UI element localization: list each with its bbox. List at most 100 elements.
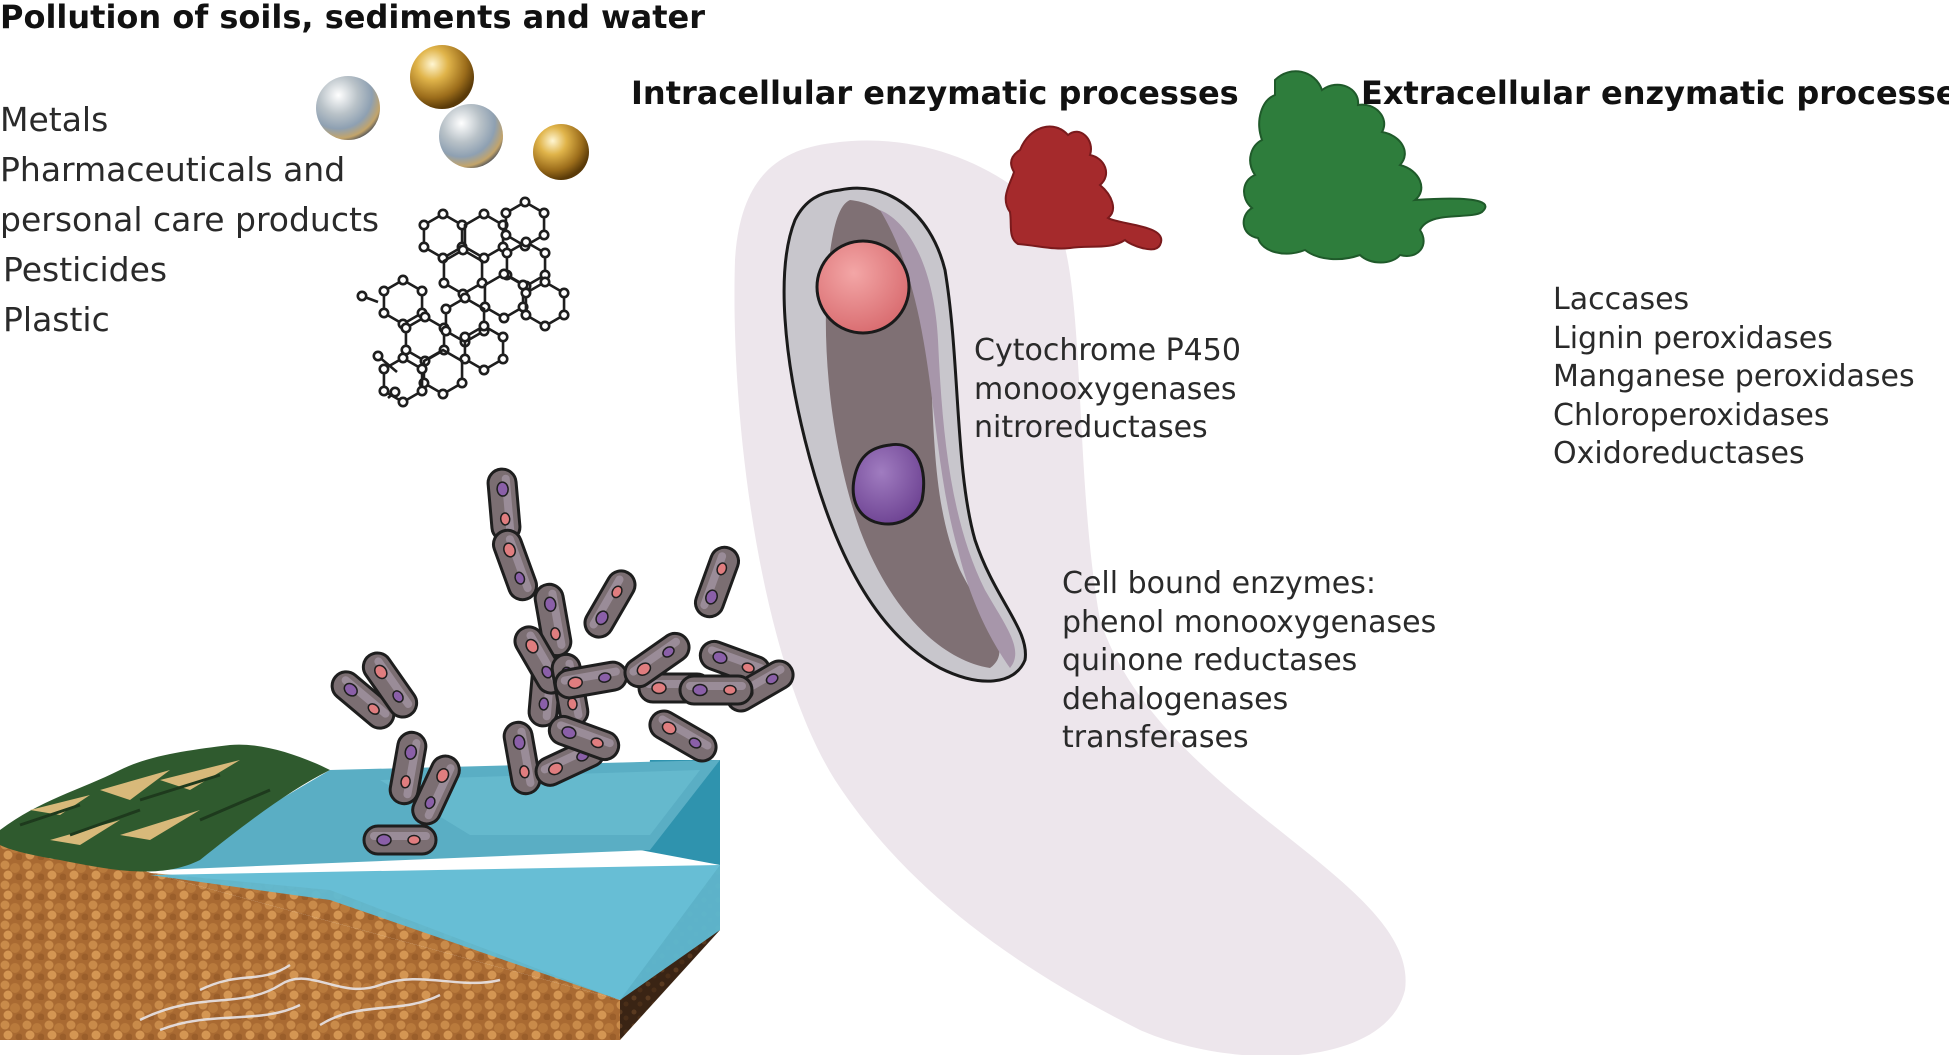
rod-bacterium xyxy=(486,467,522,543)
pink-nucleus xyxy=(815,239,911,335)
enzyme-item: Lignin peroxidases xyxy=(1553,320,1833,356)
rod-bacterium xyxy=(411,754,461,826)
green-protein-icon xyxy=(1242,70,1487,264)
enzyme-item: phenol monooxygenases xyxy=(1062,604,1437,640)
molecule-atom xyxy=(418,241,430,253)
molecule-atom xyxy=(478,208,490,220)
molecule-atom xyxy=(378,307,390,319)
molecule-atom xyxy=(457,244,469,256)
molecule-atom xyxy=(497,353,509,365)
pollutant-item: Metals xyxy=(0,100,109,139)
rod-bacterium xyxy=(330,670,396,730)
enzyme-item: Manganese peroxidases xyxy=(1553,359,1915,394)
molecule-atom xyxy=(459,331,471,343)
enzyme-item: Laccases xyxy=(1553,282,1690,317)
pollutant-item: Pharmaceuticals and xyxy=(0,150,346,189)
molecule-atom xyxy=(397,352,409,364)
metal-sphere-icon xyxy=(439,104,503,168)
metal-sphere-icon xyxy=(410,45,474,109)
molecule-atom xyxy=(437,208,449,220)
molecule-atom xyxy=(416,385,428,397)
molecule-atom xyxy=(520,309,532,321)
enzyme-item: dehalogenases xyxy=(1062,681,1289,717)
metal-spheres xyxy=(316,45,589,180)
molecule-atom xyxy=(539,320,551,332)
molecule-ring xyxy=(422,348,464,396)
molecule-atom xyxy=(440,325,452,337)
molecule-atom xyxy=(416,285,428,297)
molecule-atom xyxy=(498,312,510,324)
molecule-atom xyxy=(400,322,412,334)
rod-bacterium xyxy=(623,631,691,689)
molecule-atom xyxy=(538,207,550,219)
rod-bacterium xyxy=(693,545,741,619)
molecule-atom xyxy=(437,388,449,400)
rod-bacterium xyxy=(583,569,637,639)
molecule-atom xyxy=(456,377,468,389)
pollutant-list: Metals Pharmaceuticals and personal care… xyxy=(0,95,379,345)
molecule-atom xyxy=(558,287,570,299)
molecule-atom xyxy=(459,292,471,304)
rod-bacterium xyxy=(502,720,542,796)
pollutant-item: personal care products xyxy=(0,200,380,239)
polycyclic-molecule-icon xyxy=(356,196,570,408)
pollution-title: Pollution of soils, sediments and water xyxy=(0,0,705,36)
molecule-atom xyxy=(478,364,490,376)
molecule-atom xyxy=(539,247,551,259)
enzyme-item: monooxygenases xyxy=(974,371,1237,407)
molecule-atom xyxy=(389,386,401,398)
molecule-atom xyxy=(558,309,570,321)
molecule-atom xyxy=(498,268,510,280)
molecule-atom xyxy=(519,196,531,208)
intracellular-enzyme-list: Cytochrome P450 monooxygenases nitroredu… xyxy=(974,332,1241,448)
water-soil-block-icon xyxy=(0,744,720,1040)
molecule-atom xyxy=(416,363,428,375)
molecule-ring xyxy=(442,248,484,296)
molecule-ring xyxy=(422,212,464,260)
extracellular-enzyme-list: Laccases Lignin peroxidases Manganese pe… xyxy=(1553,281,1915,474)
cell-bound-enzyme-list: Cell bound enzymes: phenol monooxygenase… xyxy=(1062,565,1436,758)
metal-sphere-icon xyxy=(533,124,589,180)
molecule-atom xyxy=(378,285,390,297)
molecule-atom xyxy=(438,277,450,289)
bacteria-chain-icon xyxy=(330,467,795,856)
molecule-atom xyxy=(520,236,532,248)
rod-bacterium xyxy=(362,824,438,856)
molecule-atom xyxy=(419,311,431,323)
molecule-ring xyxy=(404,315,446,363)
molecule-ring xyxy=(382,278,424,326)
extracellular-title: Extracellular enzymatic processes xyxy=(1361,74,1949,112)
molecule-atom xyxy=(356,290,368,302)
molecule-atom xyxy=(397,396,409,408)
rod-bacterium xyxy=(553,660,629,700)
purple-nucleus xyxy=(851,443,926,526)
molecule-atom xyxy=(440,303,452,315)
enzyme-item: transferases xyxy=(1062,720,1249,755)
molecule-atom xyxy=(372,350,384,362)
molecule-ring xyxy=(524,280,566,328)
pollutant-item: Plastic xyxy=(3,300,110,339)
intracellular-title: Intracellular enzymatic processes xyxy=(631,74,1239,112)
bacterium-icon xyxy=(782,186,1027,683)
molecule-atom xyxy=(539,276,551,288)
pollutant-item: Pesticides xyxy=(3,250,168,289)
rod-bacterium xyxy=(678,674,754,706)
molecule-atom xyxy=(397,274,409,286)
molecule-ring xyxy=(483,272,525,320)
rod-bacterium xyxy=(491,528,539,602)
rod-bacterium xyxy=(361,651,419,719)
enzyme-item: Cell bound enzymes: xyxy=(1062,566,1377,601)
molecule-atom xyxy=(478,320,490,332)
molecule-atom xyxy=(501,247,513,259)
rod-bacterium xyxy=(648,709,718,763)
molecule-atom xyxy=(500,229,512,241)
rod-bacterium xyxy=(547,714,621,762)
molecule-atom xyxy=(500,207,512,219)
enzyme-item: Cytochrome P450 xyxy=(974,333,1241,368)
molecule-atom xyxy=(520,287,532,299)
enzyme-item: Chloroperoxidases xyxy=(1553,397,1830,433)
enzyme-item: quinone reductases xyxy=(1062,643,1358,678)
molecule-atom xyxy=(497,331,509,343)
